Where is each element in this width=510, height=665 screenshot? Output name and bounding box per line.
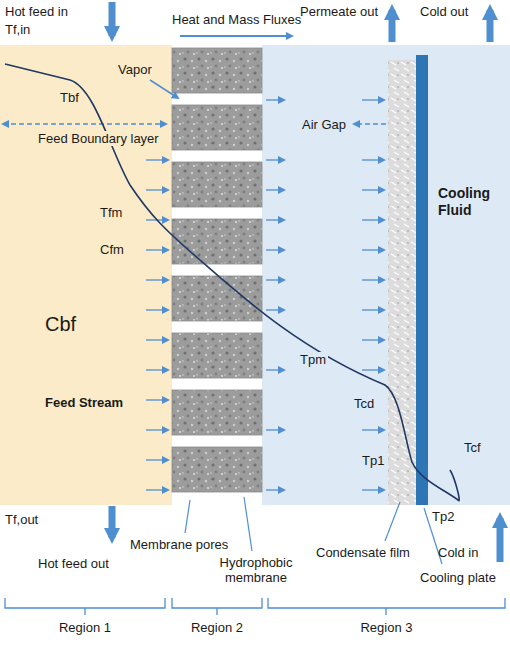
temperature-label: Tf,out xyxy=(5,512,38,527)
flux-arrow xyxy=(146,339,168,340)
flux-arrow xyxy=(146,369,168,370)
feed-region: Feed Stream xyxy=(0,45,172,505)
region-title: Feed Stream xyxy=(45,395,135,411)
flux-arrow xyxy=(362,99,384,100)
part-label: Condensate film xyxy=(316,545,410,560)
flux-label: Heat and Mass Fluxes xyxy=(172,12,301,27)
region-label: Region 2 xyxy=(172,620,262,635)
temperature-label: Tpm xyxy=(298,352,328,367)
flux-arrow xyxy=(266,279,284,280)
temperature-label: Tbf xyxy=(60,90,79,105)
flux-arrow xyxy=(266,159,284,160)
flux-arrow xyxy=(362,309,384,310)
flux-arrow xyxy=(266,249,284,250)
flux-arrow xyxy=(266,489,284,490)
flux-arrow xyxy=(362,279,384,280)
flux-arrow xyxy=(362,159,384,160)
flux-arrow xyxy=(362,369,384,370)
flux-arrow xyxy=(266,309,284,310)
temperature-label: Tcf xyxy=(462,440,483,455)
temperature-label: Tf,in xyxy=(5,22,30,37)
concentration-label: Cfm xyxy=(100,242,124,257)
gap-label: Air Gap xyxy=(300,117,348,132)
concentration-label: Cbf xyxy=(45,312,76,336)
region-label: Region 3 xyxy=(268,620,505,635)
flux-arrow xyxy=(362,339,384,340)
flux-arrow xyxy=(362,219,384,220)
vapor-label: Vapor xyxy=(116,62,154,77)
part-label: Cooling plate xyxy=(420,570,496,585)
temperature-label: Tp1 xyxy=(360,453,386,468)
temperature-label: Tp2 xyxy=(432,509,454,524)
flux-arrow xyxy=(362,429,384,430)
cooling-region: Cooling Fluid xyxy=(262,45,510,505)
flux-arrow xyxy=(266,189,284,190)
flux-arrow xyxy=(146,399,168,400)
flow-label: Permeate out xyxy=(300,4,378,19)
flow-label: Hot feed out xyxy=(38,556,109,571)
flux-arrow xyxy=(146,429,168,430)
flux-arrow xyxy=(146,309,168,310)
flux-arrow xyxy=(146,279,168,280)
flux-arrow xyxy=(266,219,284,220)
flux-arrow xyxy=(266,429,284,430)
flux-arrow xyxy=(146,159,168,160)
part-label: Hydrophobic membrane xyxy=(212,555,300,585)
temperature-label: Tfm xyxy=(100,205,122,220)
flow-label: Cold in xyxy=(438,545,478,560)
flux-arrow xyxy=(146,489,168,490)
flux-arrow xyxy=(146,189,168,190)
flux-arrow xyxy=(146,249,168,250)
flux-arrow xyxy=(362,489,384,490)
region-title: Cooling Fluid xyxy=(438,185,506,219)
boundary-label: Feed Boundary layer xyxy=(36,131,161,146)
flow-label: Hot feed in xyxy=(5,4,68,19)
flux-arrow xyxy=(362,189,384,190)
part-label: Membrane pores xyxy=(130,537,228,552)
flux-arrow xyxy=(266,99,284,100)
flux-arrow xyxy=(146,459,168,460)
flow-label: Cold out xyxy=(420,4,468,19)
region-label: Region 1 xyxy=(5,620,165,635)
flux-arrow xyxy=(266,369,284,370)
flux-arrow xyxy=(362,249,384,250)
temperature-label: Tcd xyxy=(352,396,376,411)
